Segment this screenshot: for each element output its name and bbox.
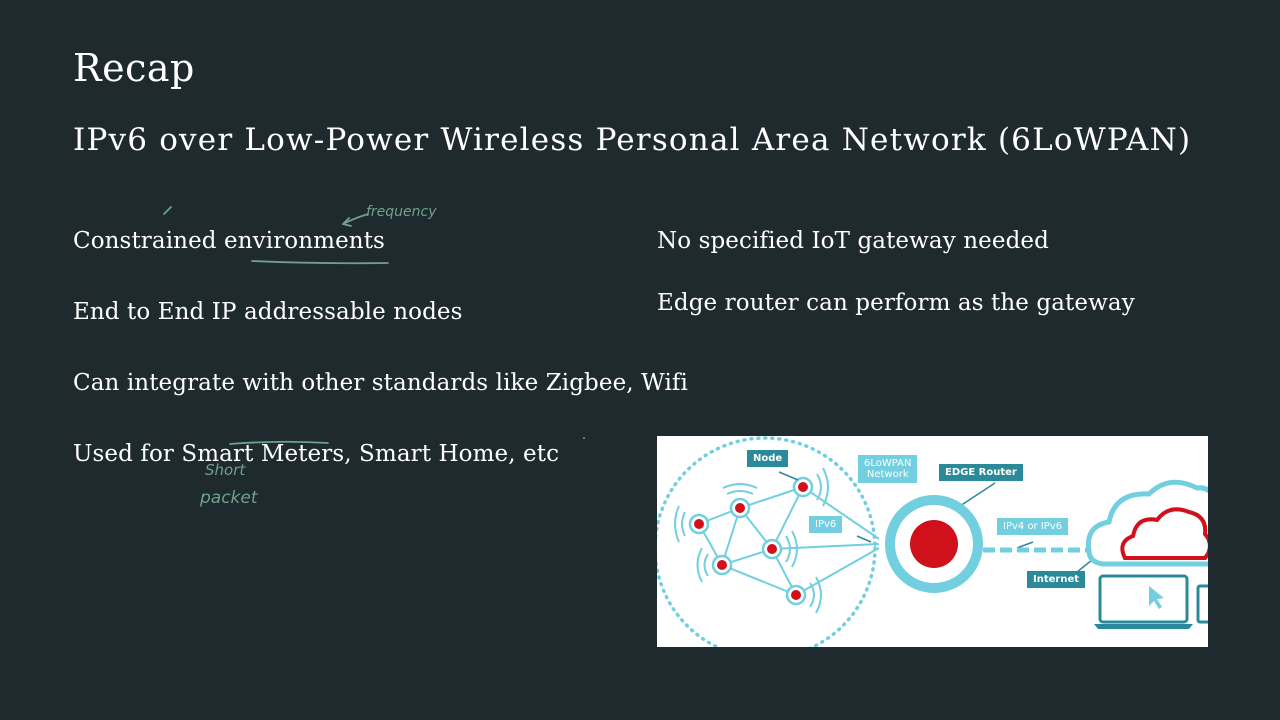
figure-label-node: Node [747,450,789,467]
annotation-packet: packet [199,488,259,508]
figure-label-6lowpan-network: 6LoWPAN Network [858,455,918,483]
mesh-nodes [688,476,814,606]
figure-label-6lowpan: 6LoWPAN [864,458,912,469]
figure-label-internet: Internet [1027,571,1086,588]
bullet-no-gateway: No specified IoT gateway needed [657,228,1049,254]
slide-subtitle: IPv6 over Low-Power Wireless Personal Ar… [73,122,1192,158]
slide-title: Recap [73,46,195,90]
underline-environments [251,260,389,265]
bullet-integrate-standards: Can integrate with other standards like … [73,370,688,396]
figure-label-edge-router: EDGE Router [939,464,1023,481]
bullet-used-for: Used for Smart Meters, Smart Home, etc [73,441,560,467]
6lowpan-network-diagram: Node 6LoWPAN Network EDGE Router IPv6 IP… [657,436,1208,647]
figure-label-network: Network [866,469,909,480]
bullet-constrained-environments: Constrained environments [73,228,385,254]
annotation-frequency: frequency [366,204,437,220]
bullet-edge-router: Edge router can perform as the gateway [657,290,1135,316]
bullet-end-to-end: End to End IP addressable nodes [73,299,463,325]
arrow-to-frequency [342,213,369,225]
figure-label-ipv6: IPv6 [809,516,843,533]
figure-label-ipv4-or-ipv6: IPv4 or IPv6 [997,518,1069,535]
